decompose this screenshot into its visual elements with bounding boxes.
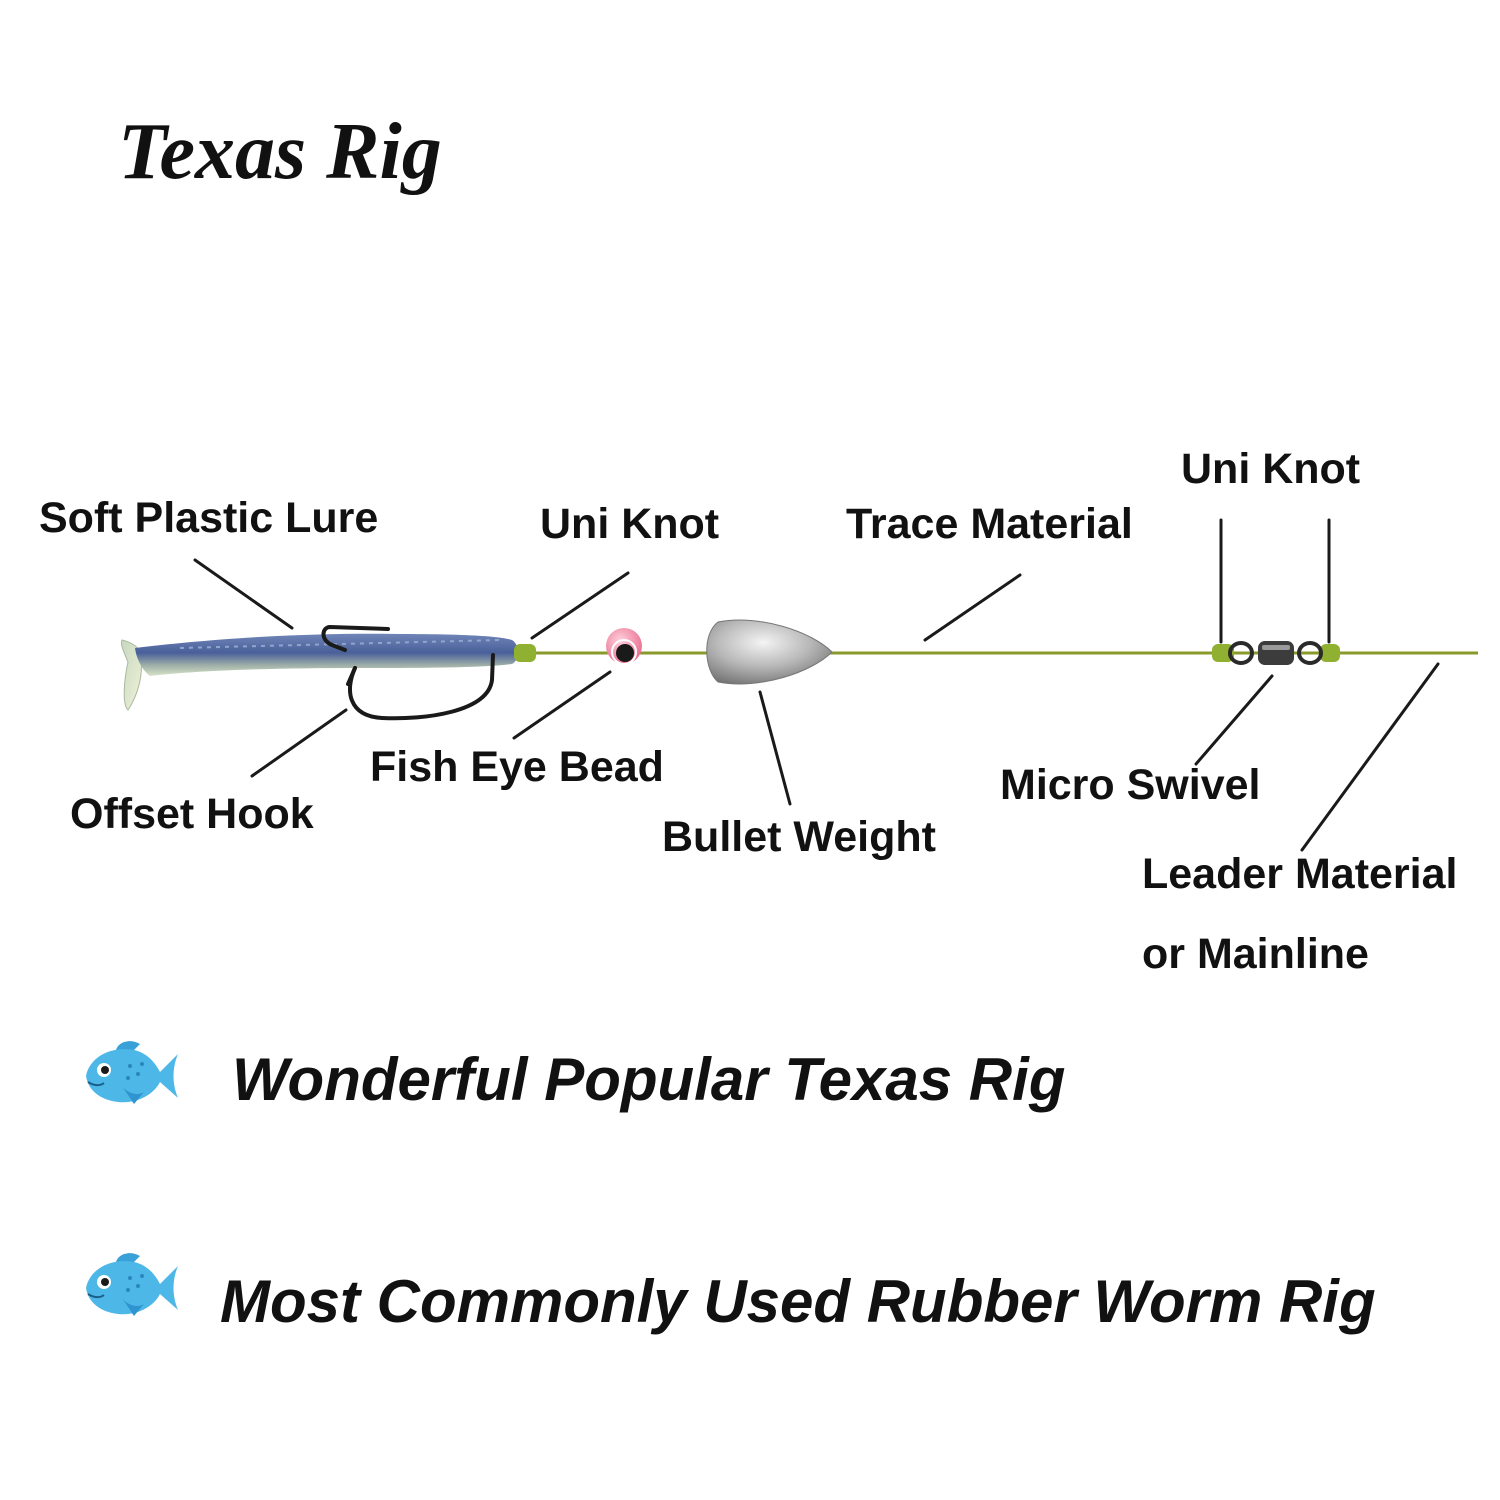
fish-icon <box>86 1041 178 1104</box>
label-soft-plastic-lure: Soft Plastic Lure <box>39 494 379 542</box>
soft-plastic-lure-shape <box>121 633 518 711</box>
feature-text: Wonderful Popular Texas Rig <box>232 1046 1066 1113</box>
label-bullet-weight: Bullet Weight <box>662 813 936 861</box>
fish-icon <box>86 1253 178 1316</box>
pointer-lines <box>193 518 1440 852</box>
feature-text: Most Commonly Used Rubber Worm Rig <box>220 1268 1376 1335</box>
label-fish-eye-bead: Fish Eye Bead <box>370 743 664 791</box>
label-offset-hook: Offset Hook <box>70 790 314 838</box>
page-title: Texas Rig <box>118 108 442 196</box>
fish-eye-bead-shape <box>606 628 642 665</box>
offset-hook-shape <box>321 624 495 721</box>
label-uni-knot-left: Uni Knot <box>540 500 720 548</box>
bullet-weight-shape <box>706 619 833 685</box>
label-or-mainline: or Mainline <box>1142 930 1369 978</box>
label-trace-material: Trace Material <box>846 500 1133 548</box>
label-uni-knot-right: Uni Knot <box>1181 445 1361 493</box>
uni-knot-left-shape <box>514 644 536 662</box>
label-leader-material: Leader Material <box>1142 850 1458 898</box>
micro-swivel-shape <box>1212 641 1340 665</box>
label-micro-swivel: Micro Swivel <box>1000 761 1261 809</box>
